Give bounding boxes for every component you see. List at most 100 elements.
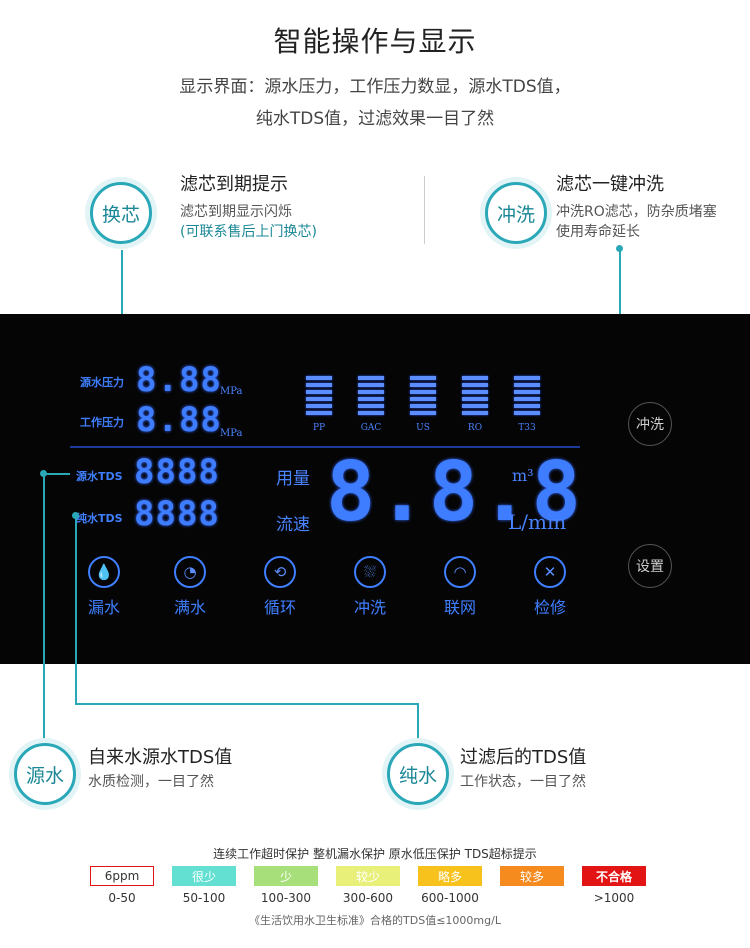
filter-indicator-2: US bbox=[410, 376, 436, 433]
filter-bar-segment bbox=[410, 411, 436, 415]
filter-bar-segment bbox=[306, 411, 332, 415]
filter-bar-segment bbox=[306, 383, 332, 387]
full-water-icon: ◔ bbox=[174, 556, 206, 588]
protection-features: 连续工作超时保护 整机漏水保护 原水低压保护 TDS超标提示 bbox=[213, 847, 537, 861]
filter-bar-segment bbox=[462, 390, 488, 394]
scale-level: 较多 bbox=[500, 866, 564, 886]
flush-badge: 冲洗 bbox=[485, 182, 547, 244]
scale-level: 少 bbox=[254, 866, 318, 886]
scale-level: 很少 bbox=[172, 866, 236, 886]
wrench-icon: ✕ bbox=[534, 556, 566, 588]
connector-line bbox=[43, 473, 70, 475]
filter-indicator-0: PP bbox=[306, 376, 332, 433]
filter-label: US bbox=[416, 423, 430, 433]
connector-line bbox=[121, 250, 123, 366]
source-badge: 源水 bbox=[14, 743, 76, 805]
filter-label: T33 bbox=[518, 423, 536, 433]
connector-line bbox=[43, 473, 45, 743]
flush-title: 滤芯一键冲洗 bbox=[556, 174, 664, 195]
filter-change-desc-2: (可联系售后上门换芯) bbox=[180, 224, 317, 240]
status-item: ◔ 满水 bbox=[160, 556, 220, 618]
pure-desc: 工作状态，一目了然 bbox=[460, 774, 586, 790]
filter-bar-segment bbox=[514, 411, 540, 415]
usage-unit: m³ bbox=[512, 466, 534, 485]
filter-bar-segment bbox=[410, 390, 436, 394]
status-label: 漏水 bbox=[87, 598, 120, 617]
work-pressure-label: 工作压力 bbox=[80, 416, 124, 429]
scale-range: 300-600 bbox=[342, 891, 394, 905]
filter-bar-segment bbox=[306, 397, 332, 401]
status-label: 联网 bbox=[443, 598, 476, 617]
scale-range: 600-1000 bbox=[421, 891, 479, 905]
wifi-icon: ◠ bbox=[444, 556, 476, 588]
status-item: ✕ 检修 bbox=[520, 556, 580, 618]
filter-bar-segment bbox=[462, 397, 488, 401]
filter-label: RO bbox=[467, 423, 483, 433]
filter-bars bbox=[306, 376, 332, 415]
filter-life-indicators: PP GAC US RO T33 bbox=[306, 376, 546, 444]
cycle-icon: ⟲ bbox=[264, 556, 296, 588]
pure-badge: 纯水 bbox=[387, 743, 449, 805]
filter-bar-segment bbox=[410, 383, 436, 387]
filter-bar-segment bbox=[514, 397, 540, 401]
flow-unit: L/min bbox=[508, 510, 567, 534]
filter-bars bbox=[462, 376, 488, 415]
status-item: 💧 漏水 bbox=[74, 556, 134, 618]
filter-indicator-3: RO bbox=[462, 376, 488, 433]
filter-indicator-4: T33 bbox=[514, 376, 540, 433]
filter-bar-segment bbox=[306, 390, 332, 394]
connector-line bbox=[417, 703, 419, 743]
status-label: 冲洗 bbox=[353, 598, 386, 617]
filter-bar-segment bbox=[358, 383, 384, 387]
filter-bar-segment bbox=[306, 404, 332, 408]
status-label: 满水 bbox=[173, 598, 206, 617]
shower-icon: ⛆ bbox=[354, 556, 386, 588]
filter-bar-segment bbox=[410, 376, 436, 380]
flush-desc-1: 冲洗RO滤芯，防杂质堵塞 bbox=[556, 204, 717, 220]
filter-bar-segment bbox=[358, 397, 384, 401]
filter-label: PP bbox=[312, 423, 326, 433]
page-title: 智能操作与显示 bbox=[273, 25, 477, 58]
flow-label: 流速 bbox=[276, 515, 310, 535]
callout-divider bbox=[424, 176, 425, 244]
filter-bar-segment bbox=[514, 404, 540, 408]
filter-bar-segment bbox=[462, 411, 488, 415]
work-pressure-value: 8.88 bbox=[136, 400, 222, 440]
scale-range: 50-100 bbox=[182, 891, 226, 905]
filter-indicator-1: GAC bbox=[358, 376, 384, 433]
filter-bar-segment bbox=[514, 390, 540, 394]
flush-button[interactable]: 冲洗 bbox=[628, 402, 672, 446]
source-title: 自来水源水TDS值 bbox=[88, 747, 233, 768]
status-icon-row: 💧 漏水 ◔ 满水 ⟲ 循环 ⛆ 冲洗 ◠ 联网 ✕ 检修 bbox=[74, 556, 594, 626]
filter-bar-segment bbox=[462, 376, 488, 380]
status-label: 循环 bbox=[263, 598, 296, 617]
filter-change-desc: 滤芯到期显示闪烁 (可联系售后上门换芯) bbox=[180, 202, 317, 242]
subtitle-line-1: 显示界面：源水压力，工作压力数显，源水TDS值， bbox=[179, 77, 571, 97]
filter-bar-segment bbox=[514, 376, 540, 380]
scale-level: 6ppm bbox=[90, 866, 154, 886]
control-panel bbox=[0, 314, 750, 664]
filter-bar-segment bbox=[358, 411, 384, 415]
filter-bars bbox=[410, 376, 436, 415]
subtitle-line-2: 纯水TDS值，过滤效果一目了然 bbox=[255, 109, 495, 129]
filter-change-badge: 换芯 bbox=[90, 182, 152, 244]
scale-range: 100-300 bbox=[260, 891, 312, 905]
filter-bar-segment bbox=[410, 404, 436, 408]
big-usage-value: 8.8.8 bbox=[326, 445, 583, 540]
panel-divider bbox=[70, 446, 580, 448]
settings-button[interactable]: 设置 bbox=[628, 544, 672, 588]
scale-range: >1000 bbox=[593, 891, 635, 905]
filter-change-title: 滤芯到期提示 bbox=[180, 174, 288, 195]
flush-desc-2: 使用寿命延长 bbox=[556, 224, 640, 240]
filter-bar-segment bbox=[462, 404, 488, 408]
filter-bar-segment bbox=[410, 397, 436, 401]
connector-line bbox=[75, 703, 419, 705]
status-item: ◠ 联网 bbox=[430, 556, 490, 618]
status-label: 检修 bbox=[533, 598, 566, 617]
connector-line bbox=[75, 514, 77, 704]
source-tds-value: 8888 bbox=[134, 452, 220, 492]
scale-level: 较少 bbox=[336, 866, 400, 886]
filter-label: GAC bbox=[360, 423, 382, 433]
drop-icon: 💧 bbox=[88, 556, 120, 588]
filter-bars bbox=[358, 376, 384, 415]
